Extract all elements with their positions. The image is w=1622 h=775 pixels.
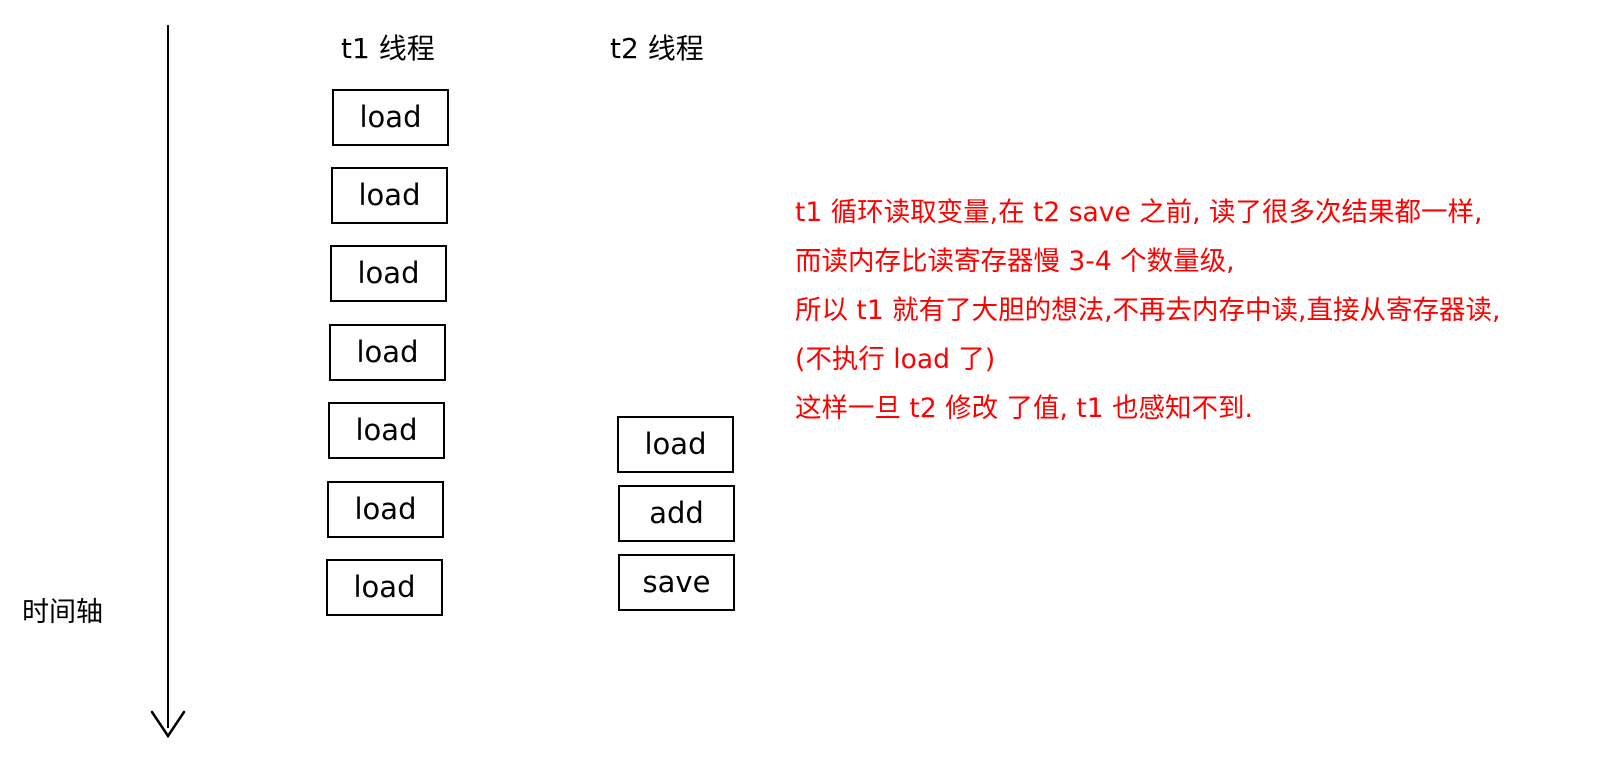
t1-op-box: load xyxy=(332,89,449,146)
note-line: 这样一旦 t2 修改 了值, t1 也感知不到. xyxy=(795,393,1253,424)
t2-op-box: add xyxy=(618,485,735,542)
t1-op-box: load xyxy=(328,402,445,459)
thread-t1-header: t1 线程 xyxy=(341,32,435,65)
note-line: 而读内存比读寄存器慢 3-4 个数量级, xyxy=(795,246,1235,277)
t1-op-box: load xyxy=(330,245,447,302)
note-line: 所以 t1 就有了大胆的想法,不再去内存中读,直接从寄存器读, xyxy=(795,295,1501,326)
note-line: t1 循环读取变量,在 t2 save 之前, 读了很多次结果都一样, xyxy=(795,197,1483,228)
time-axis-arrowhead xyxy=(150,710,186,739)
time-axis-line xyxy=(167,25,169,728)
t1-op-box: load xyxy=(327,481,444,538)
t2-op-box: save xyxy=(618,554,735,611)
time-axis-label: 时间轴 xyxy=(22,597,103,628)
t1-op-box: load xyxy=(331,167,448,224)
t2-op-box: load xyxy=(617,416,734,473)
t1-op-box: load xyxy=(326,559,443,616)
note-line: (不执行 load 了) xyxy=(795,344,996,375)
explanation-note: t1 循环读取变量,在 t2 save 之前, 读了很多次结果都一样, 而读内存… xyxy=(795,188,1605,433)
t1-op-box: load xyxy=(329,324,446,381)
thread-t2-header: t2 线程 xyxy=(610,32,704,65)
